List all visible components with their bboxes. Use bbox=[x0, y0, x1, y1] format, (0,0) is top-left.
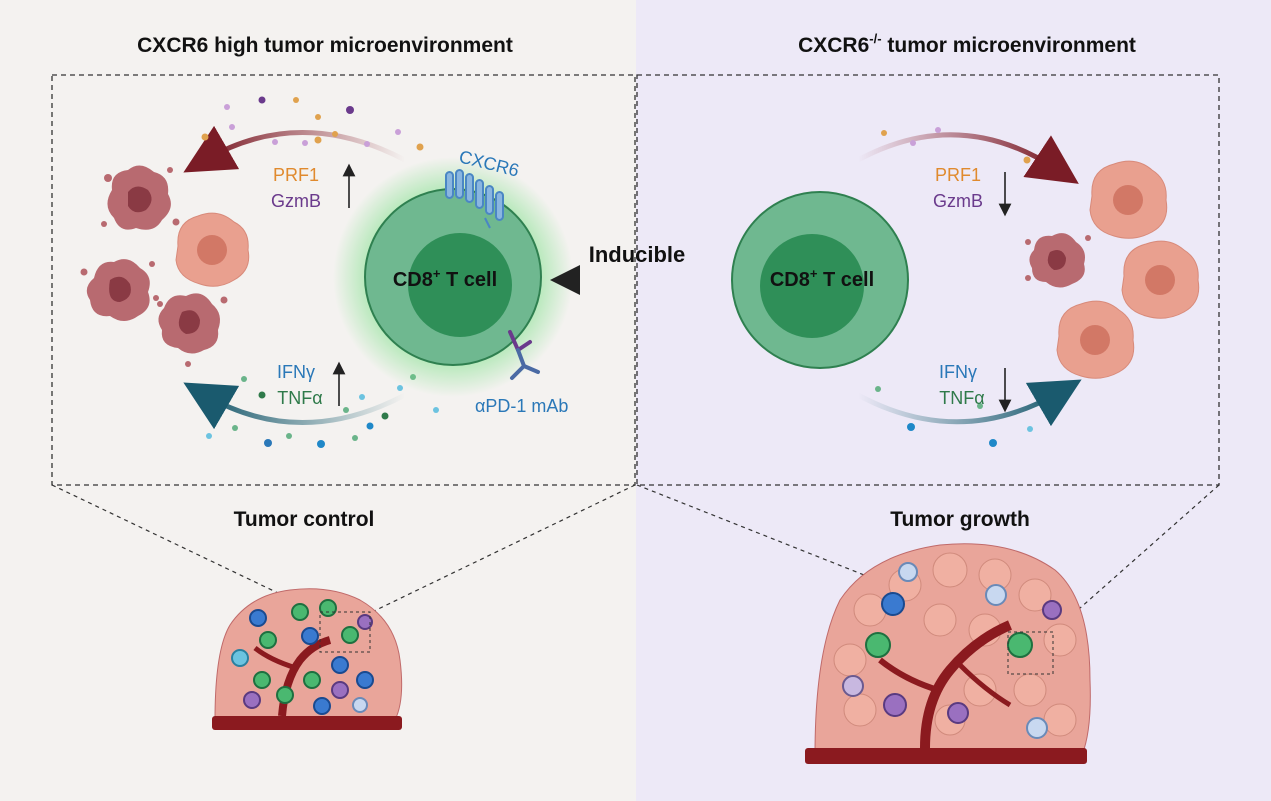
right-gzmb-label: GzmB bbox=[933, 191, 983, 211]
right-prf1-label: PRF1 bbox=[935, 165, 981, 185]
right-title-main: CXCR6 bbox=[798, 34, 869, 57]
left-tumor-mass bbox=[212, 588, 403, 730]
dying-tumor-cell bbox=[153, 293, 228, 367]
dying-tumor-cell bbox=[101, 165, 180, 230]
left-cell-label-rest: T cell bbox=[440, 269, 497, 291]
left-cytokine-arrow bbox=[183, 382, 407, 430]
right-title-sup: -/- bbox=[869, 31, 881, 46]
left-blood-vessel bbox=[212, 716, 402, 730]
tumor-cell bbox=[1089, 160, 1168, 239]
left-zoom-box bbox=[319, 611, 371, 653]
right-panel-title: CXCR6-/- tumor microenvironment bbox=[798, 31, 1136, 57]
right-blood-vessel bbox=[805, 748, 1087, 764]
left-cytokines-dots bbox=[206, 374, 439, 448]
tumor-cell bbox=[175, 212, 250, 287]
antibody-icon bbox=[508, 330, 540, 380]
t-cell-nucleus bbox=[408, 233, 512, 337]
right-zoom-guide bbox=[636, 484, 1009, 633]
right-cell-label-sup: + bbox=[810, 266, 818, 281]
left-gzmb-label: GzmB bbox=[271, 191, 321, 211]
dying-tumor-cell bbox=[80, 259, 163, 321]
left-zoom-guide bbox=[51, 484, 346, 626]
left-cell-label-sup: + bbox=[433, 266, 441, 281]
antibody-label: αPD-1 mAb bbox=[475, 396, 568, 416]
left-panel-title: CXCR6 high tumor microenvironment bbox=[137, 34, 513, 57]
left-tnfa-label: TNFα bbox=[277, 388, 322, 408]
left-cell-label: CD8+ T cell bbox=[393, 266, 497, 291]
left-ifng-label: IFNγ bbox=[277, 362, 315, 382]
t-cell-nucleus bbox=[760, 234, 864, 338]
right-title-rest: tumor microenvironment bbox=[882, 34, 1136, 57]
tumor-cell bbox=[1056, 300, 1135, 379]
right-zoom-guide bbox=[1052, 484, 1220, 633]
left-zoom-guide bbox=[371, 484, 636, 613]
right-cell-label-main: CD8 bbox=[770, 269, 810, 291]
tumor-cell-cluster bbox=[833, 552, 1077, 737]
right-zoom-box bbox=[1007, 631, 1054, 675]
right-cytotoxic-arrow bbox=[856, 132, 1079, 184]
tumor-cell bbox=[1121, 240, 1200, 319]
right-dashed-box bbox=[636, 74, 1220, 486]
right-tnfa-label: TNFα bbox=[939, 388, 984, 408]
dying-tumor-cell bbox=[1025, 233, 1091, 288]
right-tumor-mass bbox=[805, 543, 1091, 764]
cxcr6-receptor-icon bbox=[445, 169, 504, 229]
right-cell-label-rest: T cell bbox=[817, 269, 874, 291]
right-ifng-label: IFNγ bbox=[939, 362, 977, 382]
left-granules bbox=[201, 96, 424, 151]
left-outcome-label: Tumor control bbox=[234, 508, 375, 531]
right-cell-label: CD8+ T cell bbox=[770, 266, 874, 291]
left-cell-label-main: CD8 bbox=[393, 269, 433, 291]
right-outcome-label: Tumor growth bbox=[890, 508, 1030, 531]
left-cytotoxic-arrow bbox=[183, 125, 407, 173]
right-cytokines-dots bbox=[875, 386, 1033, 447]
inducible-label: Inducible bbox=[589, 242, 686, 267]
right-granules bbox=[881, 127, 1031, 164]
immune-cells bbox=[842, 562, 1062, 739]
left-prf1-label: PRF1 bbox=[273, 165, 319, 185]
immune-cells bbox=[231, 599, 374, 715]
right-cytokine-arrow bbox=[856, 379, 1082, 427]
